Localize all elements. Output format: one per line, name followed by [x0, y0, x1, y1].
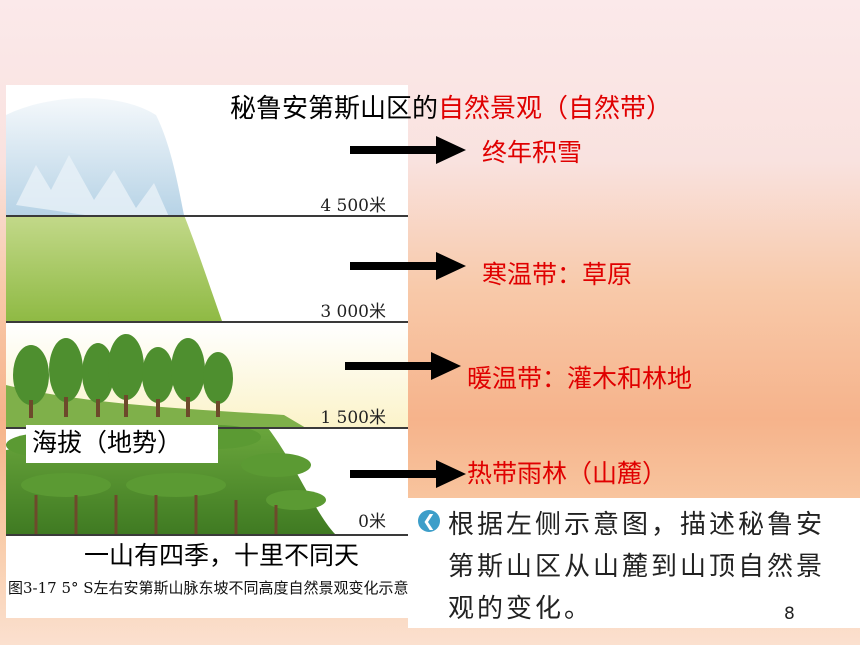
question-text: 根据左侧示意图，描述秘鲁安第斯山区从山麓到山顶自然景观的变化。: [448, 510, 826, 624]
altitude-label-0: 0米: [358, 512, 386, 532]
zone-label-rainforest: 热带雨林（山麓）: [467, 459, 668, 488]
arrow-left-icon: ❮: [418, 510, 440, 532]
proverb-text: 一山有四季，十里不同天: [84, 536, 360, 572]
altitude-label-1500: 1 500米: [320, 408, 386, 428]
arrow-right-icon: [350, 136, 466, 164]
arrow-right-icon: [350, 460, 466, 488]
mountain-diagram: 4 500米 3 000米 1 500米 0米: [6, 85, 408, 618]
shrub-ground: [6, 385, 306, 428]
snow-zone: [6, 98, 184, 215]
arrow-right-icon: [345, 352, 461, 380]
arrow-right-icon: [350, 252, 466, 280]
zone-label-grassland: 寒温带：草原: [482, 260, 633, 289]
zone-label-shrubland: 暖温带：灌木和林地: [467, 364, 693, 393]
title-highlight: 自然景观（自然带）: [438, 94, 673, 124]
title-prefix: 秘鲁安第斯山区的: [230, 94, 439, 124]
page-title: 秘鲁安第斯山区的自然景观（自然带）: [230, 88, 672, 125]
grassland-zone: [6, 215, 222, 321]
page-number: 8: [784, 604, 795, 624]
mountain-illustration: [6, 98, 336, 535]
shrub-trees: [13, 334, 233, 405]
altitude-label-4500: 4 500米: [320, 196, 386, 216]
figure-caption: 图3-17 5° S左右安第斯山脉东坡不同高度自然景观变化示意图: [8, 577, 424, 598]
altitude-line-4500: [6, 215, 408, 217]
altitude-terrain-label: 海拔（地势）: [26, 425, 218, 463]
altitude-line-0: [6, 534, 408, 536]
altitude-label-3000: 3 000米: [320, 302, 386, 322]
question-box: ❮ 根据左侧示意图，描述秘鲁安第斯山区从山麓到山顶自然景观的变化。: [408, 498, 860, 628]
zone-label-snow: 终年积雪: [482, 138, 583, 167]
altitude-line-3000: [6, 321, 408, 323]
